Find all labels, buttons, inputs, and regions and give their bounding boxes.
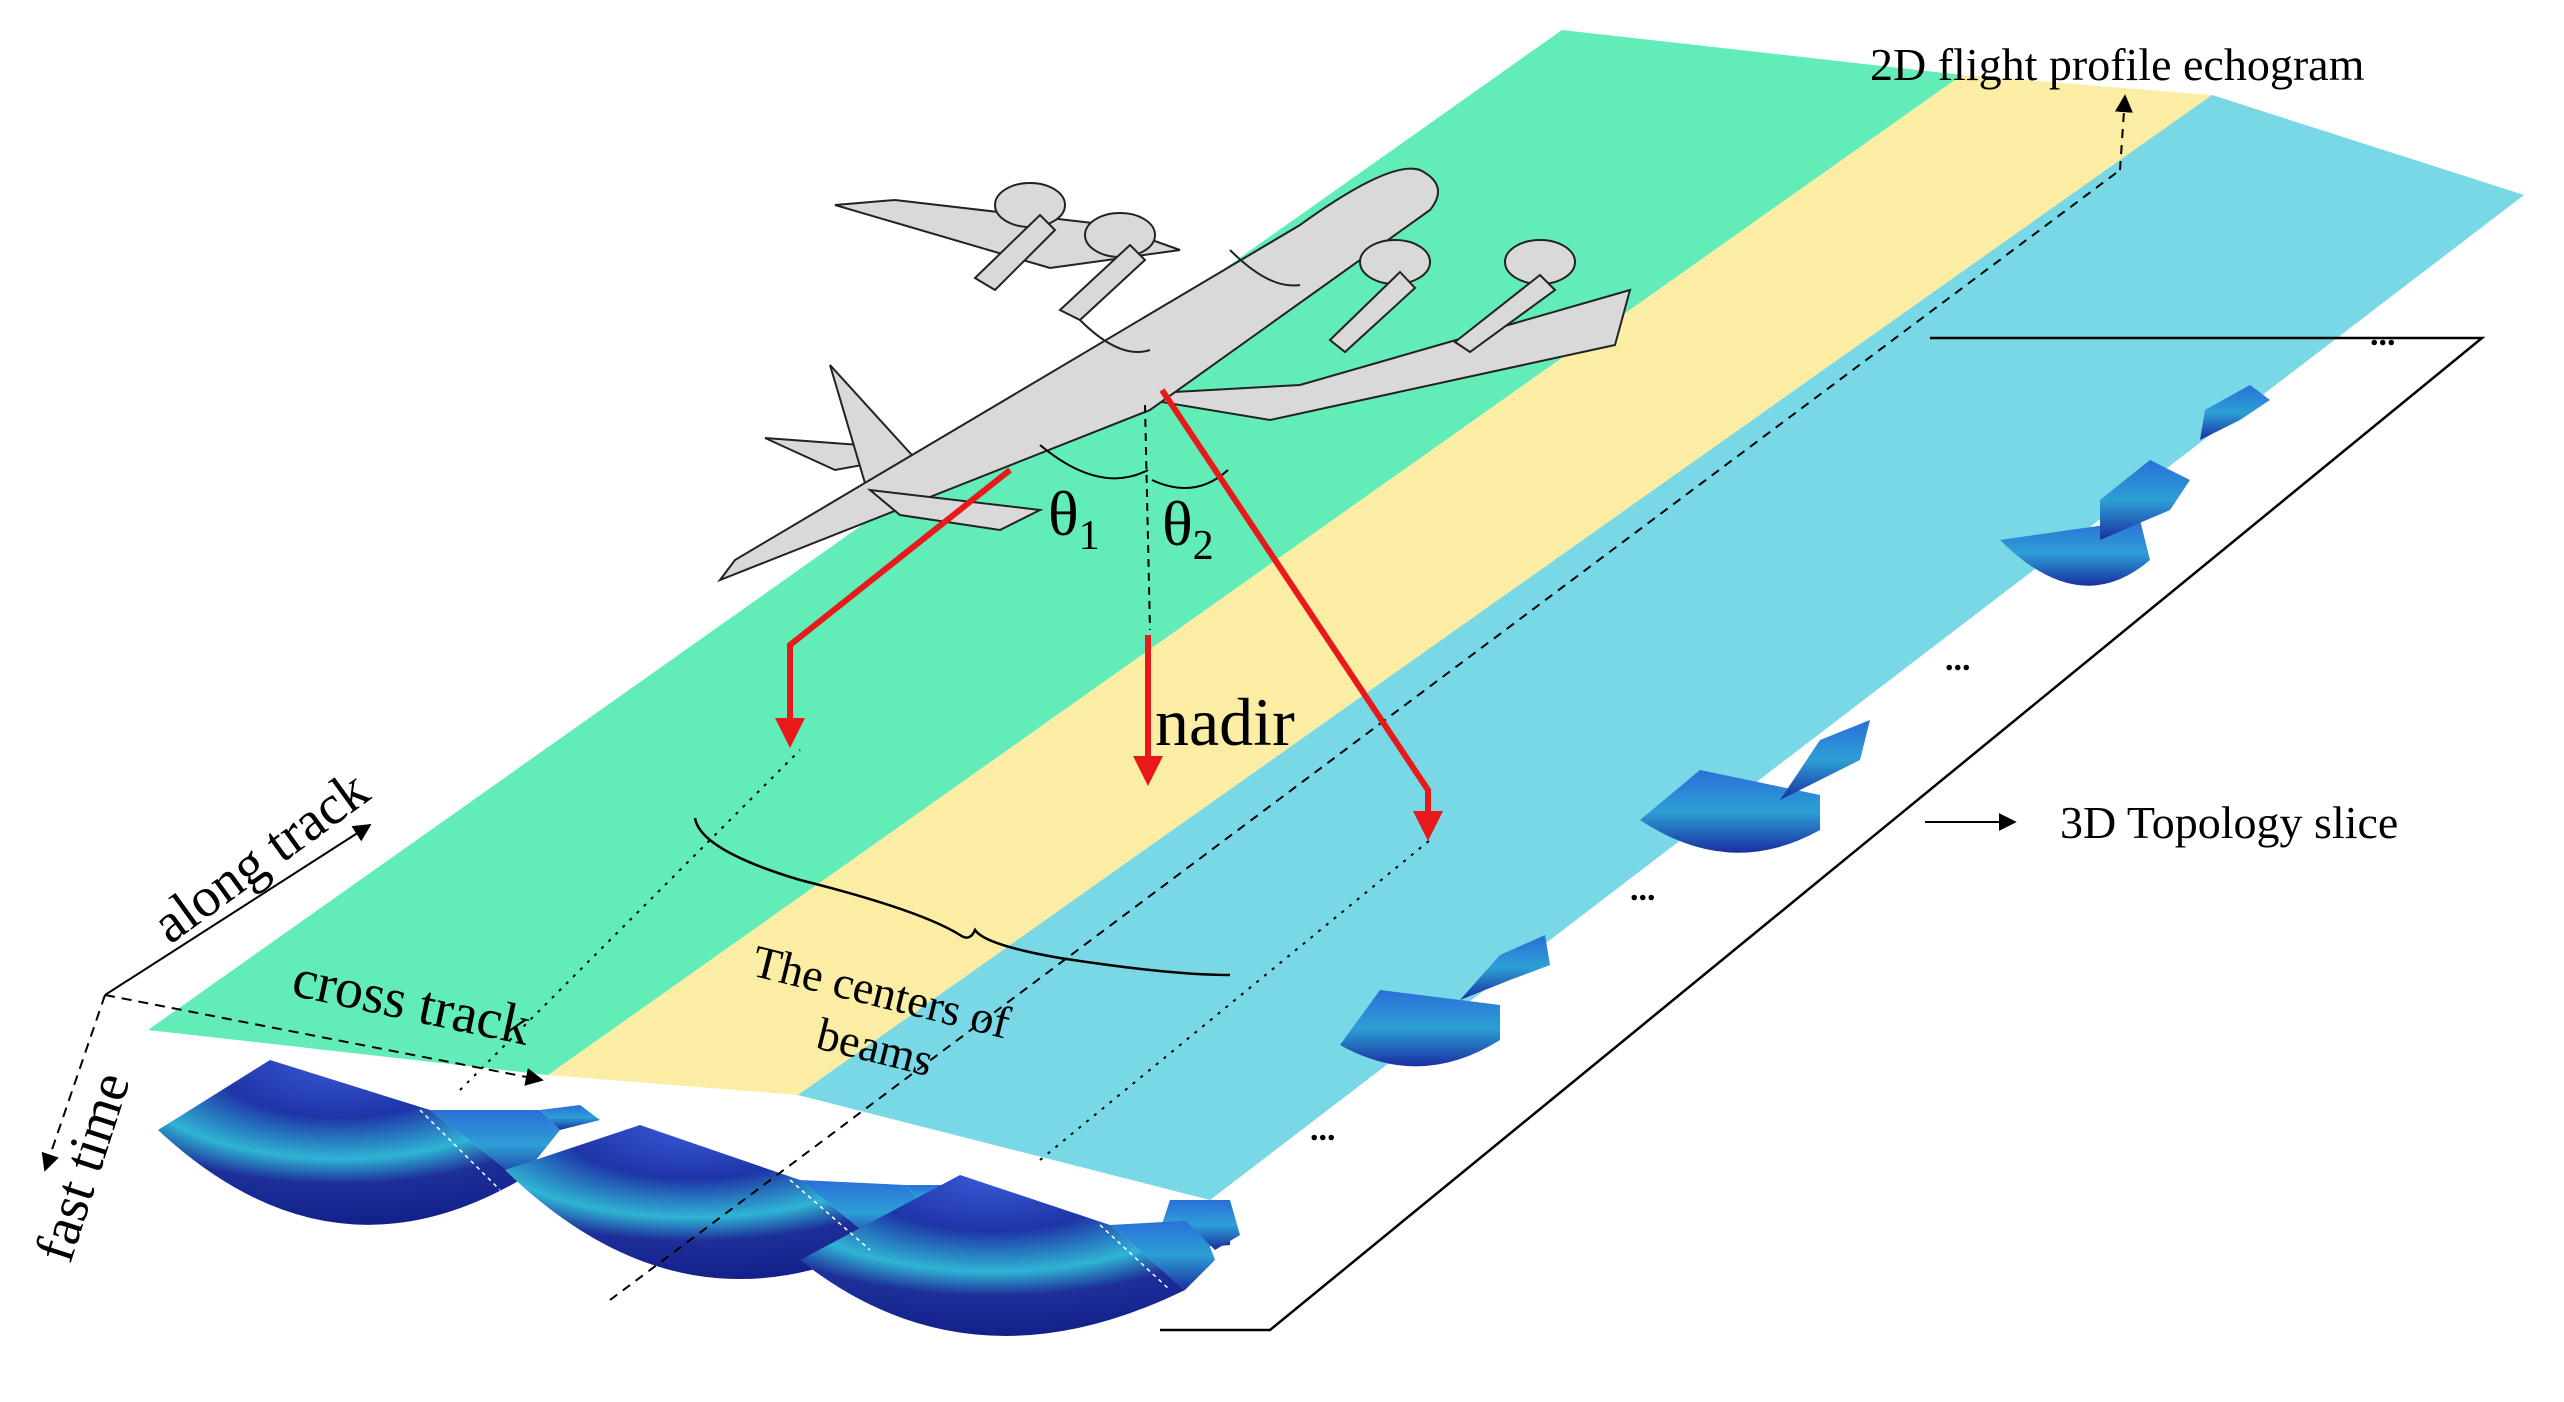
right-strip: [798, 95, 2524, 1200]
right-beam-track: [1039, 839, 1431, 1161]
fast-time-label: fast time: [23, 1065, 142, 1269]
along-track-axis: [104, 824, 372, 996]
ellipsis-icon: ...: [1310, 1111, 1336, 1148]
nadir-track-line: [609, 169, 2121, 1301]
ellipsis-icon: ...: [1630, 871, 1656, 908]
echo-slice: [1640, 720, 1870, 853]
theta1-label: θ1: [1048, 478, 1100, 559]
left-beam-arrow: [775, 467, 1012, 748]
left-beam-track: [459, 749, 801, 1091]
theta1-arc: [1039, 444, 1149, 480]
fast-time-axis: [41, 994, 106, 1172]
middle-strip: [548, 75, 2212, 1095]
aircraft-icon: [717, 167, 1632, 583]
echo-slices: [158, 385, 2270, 1336]
left-strip: [148, 30, 1962, 1075]
beam-arrows: [775, 388, 1443, 841]
beam-centers-brace: [693, 817, 1231, 977]
echo-slice: [1340, 935, 1550, 1067]
echo-slice: [2000, 385, 2270, 586]
echogram-label: 2D flight profile echogram: [1870, 39, 2365, 90]
topology-frame: [1160, 336, 2486, 1332]
cross-track-axis: [104, 994, 544, 1086]
echo-slice-front: [158, 1060, 1240, 1336]
nadir-line: [1144, 404, 1151, 631]
ground-strips: [148, 30, 2524, 1200]
nadir-label: nadir: [1155, 684, 1295, 760]
ellipsis-icon: ...: [1945, 641, 1971, 678]
ellipsis-icon: ...: [2370, 316, 2396, 353]
topology-label: 3D Topology slice: [2060, 797, 2398, 848]
echogram-arrow: [2114, 94, 2133, 171]
right-beam-arrow: [1159, 388, 1443, 841]
theta2-label: θ2: [1162, 488, 1214, 569]
